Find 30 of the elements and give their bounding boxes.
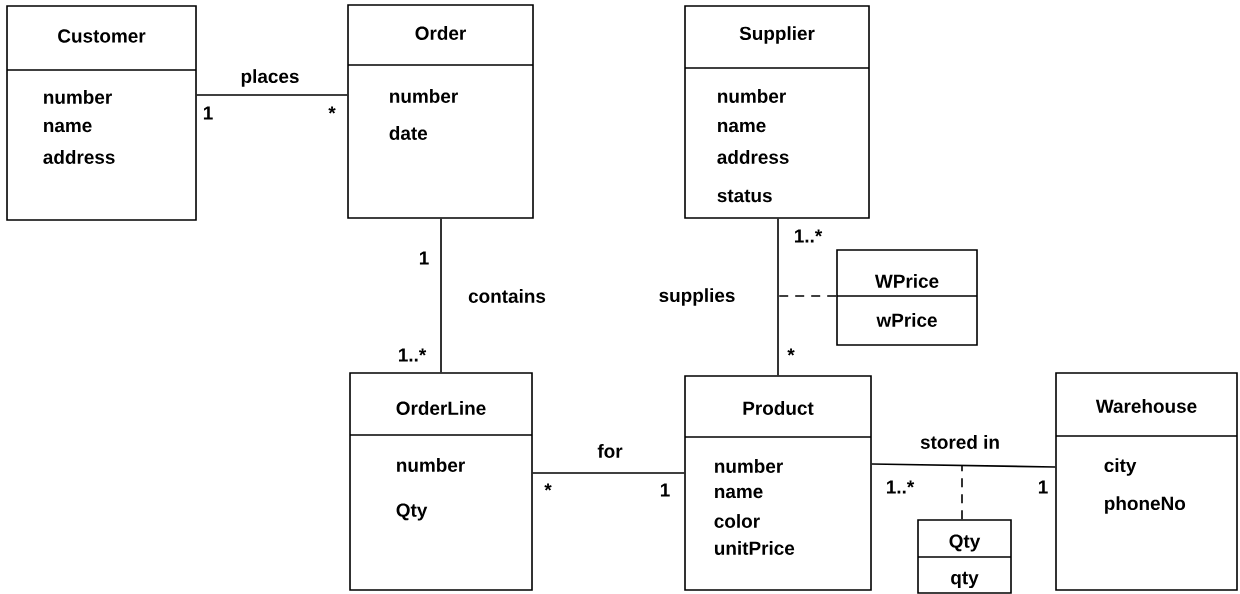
- association-line: [196, 94, 348, 96]
- multiplicity: *: [328, 106, 336, 114]
- association-line: [777, 218, 779, 376]
- multiplicity: 1..*: [399, 348, 427, 362]
- association-line: [871, 463, 1056, 468]
- class-box: Supplier number name address status: [684, 5, 870, 219]
- association-line: [440, 218, 442, 373]
- multiplicity: 1..*: [795, 229, 823, 243]
- multiplicity: 1..*: [887, 480, 915, 494]
- multiplicity: 1: [1038, 480, 1048, 494]
- class-box: OrderLine number Qty: [349, 372, 533, 591]
- dashed-line: [777, 295, 837, 297]
- class-box: Product number name color unitPrice: [684, 375, 872, 591]
- multiplicity: *: [787, 348, 795, 356]
- class-box: Qty qty: [917, 519, 1012, 594]
- class-box: WPrice wPrice: [836, 249, 978, 346]
- multiplicity: 1: [419, 251, 429, 265]
- edge-label: places: [239, 68, 301, 88]
- class-box: Customer number name address: [6, 5, 197, 221]
- multiplicity: 1: [660, 483, 670, 497]
- multiplicity: 1: [203, 106, 213, 120]
- edge-label: supplies: [657, 287, 737, 307]
- multiplicity: *: [544, 483, 552, 491]
- edge-label: for: [596, 443, 624, 459]
- class-box: Order number date: [347, 4, 534, 219]
- edge-label: contains: [467, 288, 547, 304]
- association-line: [532, 472, 685, 474]
- class-box: Warehouse city phoneNo: [1055, 372, 1238, 591]
- dashed-line: [961, 465, 963, 520]
- edge-label: stored in: [919, 434, 1001, 450]
